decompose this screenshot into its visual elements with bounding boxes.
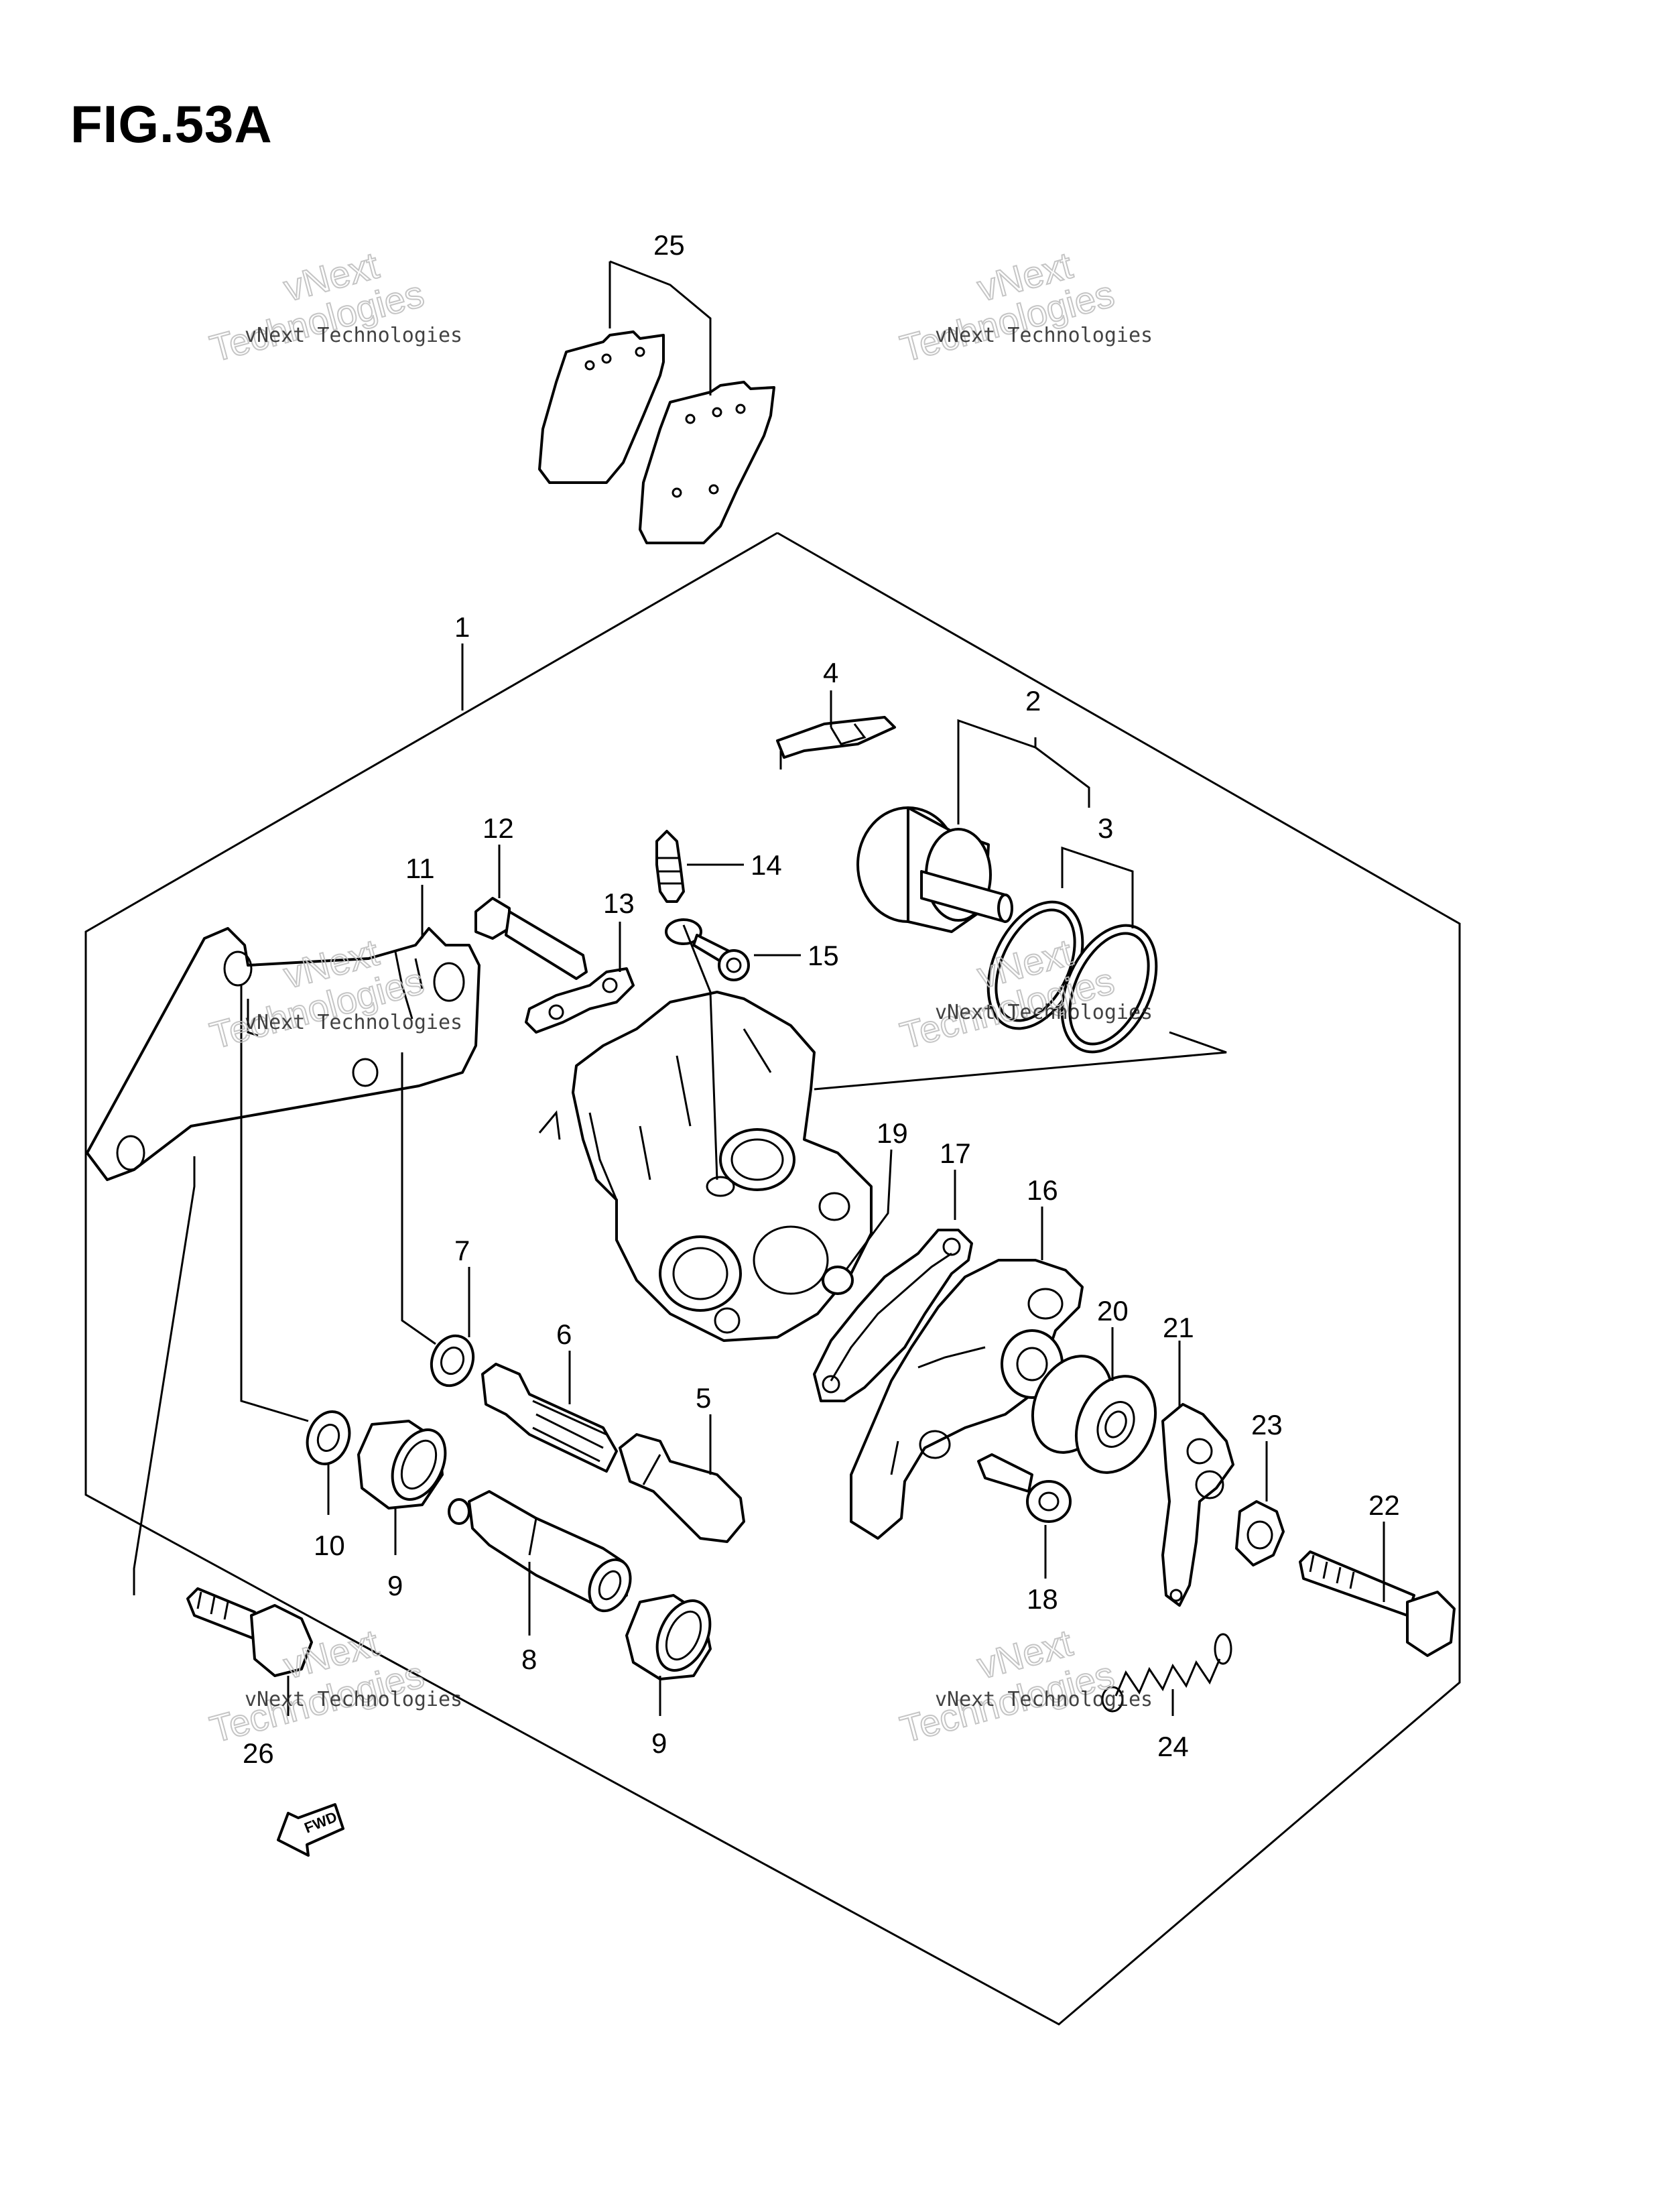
pad-spring — [776, 716, 896, 770]
mounting-bolt — [186, 1587, 313, 1677]
flange-nut — [1235, 1500, 1285, 1566]
bleeder-cap — [665, 918, 750, 981]
callout-18: 18 — [1027, 1583, 1058, 1615]
retaining-clip — [525, 967, 635, 1034]
o-ring — [822, 1266, 854, 1295]
watermark-2: vNext Technologies vNext Technologies — [895, 243, 1153, 371]
watermark-5: vNext Technologies vNext Technologies — [205, 1621, 462, 1752]
hex-bolt — [1299, 1550, 1456, 1657]
watermark-small-4: vNext Technologies — [935, 1001, 1153, 1024]
sleeve-9-lower — [625, 1594, 712, 1680]
callout-3: 3 — [1098, 812, 1113, 844]
pin-boot — [619, 1433, 745, 1543]
caliper-bracket — [86, 927, 481, 1181]
callout-26: 26 — [243, 1737, 274, 1769]
watermark-small-2: vNext Technologies — [935, 324, 1153, 347]
callout-9-upper: 9 — [387, 1570, 403, 1601]
callout-13: 13 — [603, 887, 635, 919]
callout-25: 25 — [653, 229, 685, 261]
callout-20: 20 — [1097, 1295, 1129, 1327]
piston-seals — [986, 900, 1158, 1054]
callout-2: 2 — [1025, 685, 1041, 717]
assembly-boundary — [84, 532, 1461, 2026]
callout-19: 19 — [877, 1117, 908, 1149]
watermark-small-6: vNext Technologies — [935, 1688, 1153, 1711]
callout-11: 11 — [405, 853, 435, 884]
callout-14: 14 — [751, 849, 782, 881]
callout-22: 22 — [1368, 1489, 1400, 1521]
watermark-small-3: vNext Technologies — [245, 1011, 462, 1034]
return-spring — [1101, 1633, 1232, 1713]
watermark-1: vNext Technologies vNext Technologies — [205, 243, 462, 371]
bleeder-valve — [655, 830, 685, 903]
callout-5: 5 — [696, 1382, 711, 1414]
washer-10 — [306, 1410, 351, 1465]
watermark-6: vNext Technologies vNext Technologies — [895, 1621, 1153, 1752]
callout-9-lower: 9 — [651, 1727, 667, 1759]
callout-23: 23 — [1251, 1409, 1283, 1440]
brake-lever-arm — [1161, 1403, 1234, 1607]
callout-7: 7 — [454, 1235, 470, 1266]
watermark-small-5: vNext Technologies — [245, 1688, 462, 1711]
callout-17: 17 — [940, 1138, 971, 1169]
sleeve-9-upper — [357, 1420, 447, 1510]
watermark-small-1: vNext Technologies — [245, 324, 462, 347]
callout-4: 4 — [823, 657, 838, 688]
cap-bolt — [977, 1453, 1072, 1523]
caliper-body — [538, 991, 873, 1342]
callout-10: 10 — [314, 1530, 345, 1561]
figure-title: FIG.53A — [70, 95, 273, 153]
oil-seal — [1031, 1355, 1157, 1474]
sleeve-pin — [448, 1490, 632, 1613]
washer-7 — [430, 1334, 475, 1388]
callout-16: 16 — [1027, 1174, 1058, 1206]
callout-15: 15 — [808, 940, 839, 971]
callout-8: 8 — [521, 1644, 537, 1675]
caliper-piston — [856, 806, 1013, 933]
callout-21: 21 — [1163, 1312, 1194, 1343]
brake-pad-set — [538, 330, 775, 544]
callout-12: 12 — [483, 812, 514, 844]
gasket — [813, 1229, 973, 1402]
callout-24: 24 — [1157, 1731, 1189, 1762]
pin-bolt — [474, 897, 588, 980]
forward-direction-arrow: FWD — [277, 1803, 344, 1857]
callout-1: 1 — [454, 611, 470, 643]
slide-pin — [481, 1363, 618, 1473]
callout-6: 6 — [556, 1318, 572, 1350]
